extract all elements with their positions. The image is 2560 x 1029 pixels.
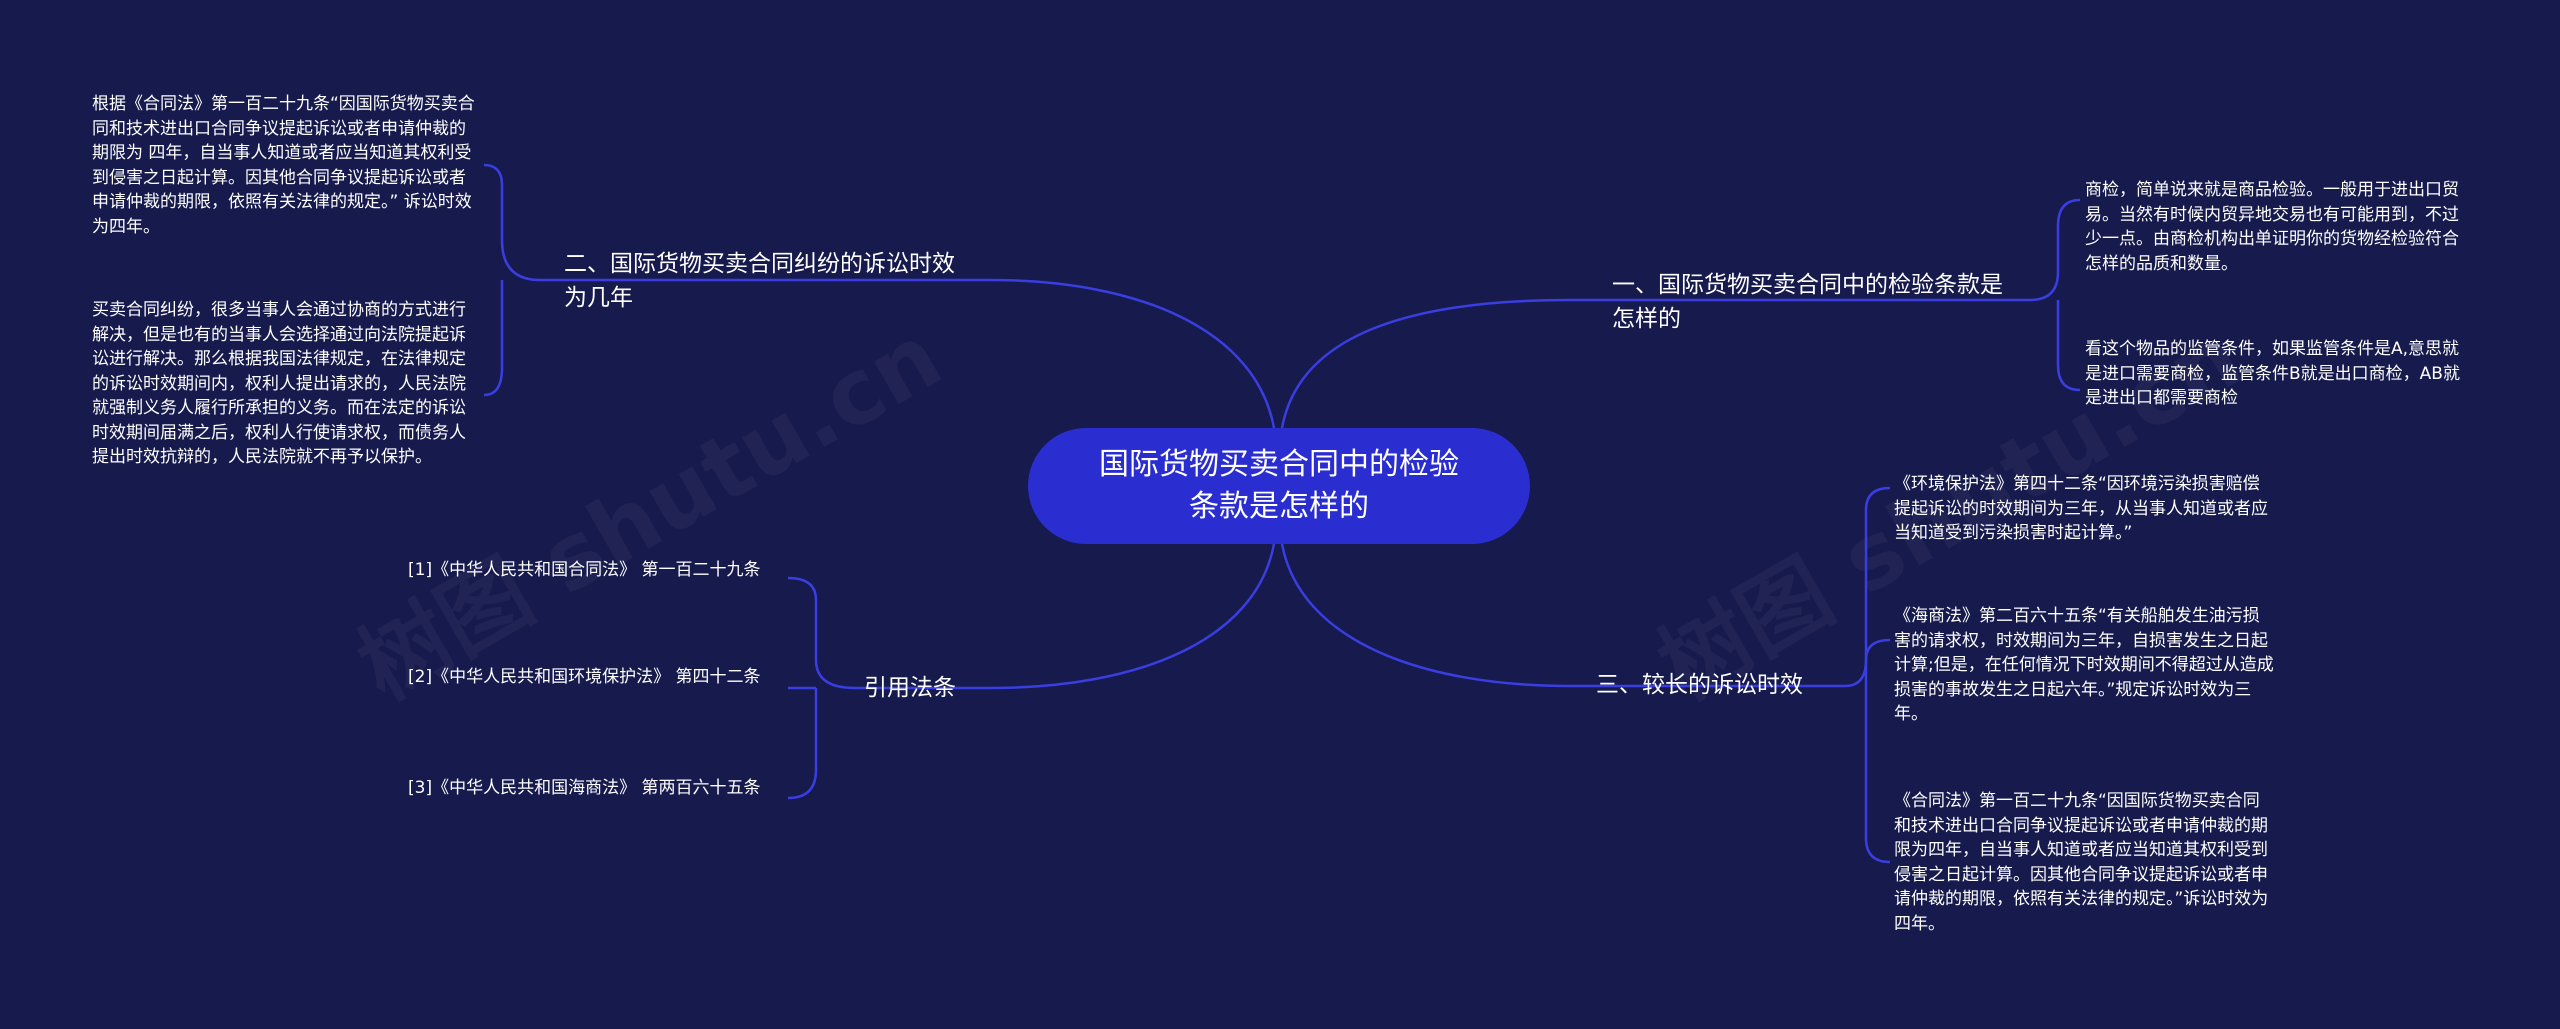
branch-label: 引用法条 [864, 675, 956, 701]
link-root-b4 [989, 543, 1276, 690]
branch-inspection-clause[interactable]: 一、国际货物买卖合同中的检验条款是怎样的 [1612, 268, 2012, 336]
branch-limitation-period[interactable]: 二、国际货物买卖合同纠纷的诉讼时效为几年 [564, 247, 964, 315]
branch-longer-limitation[interactable]: 三、较长的诉讼时效 [1596, 668, 1856, 702]
leaf-citation-3: [3]《中华人民共和国海商法》 第两百六十五条 [408, 778, 761, 798]
leaf-sales-dispute: 买卖合同纠纷，很多当事人会通过协商的方式进行解决，但是也有的当事人会选择通过向法… [92, 300, 466, 467]
leaf-maritime-law: 《海商法》第二百六十五条“有关船舶发生油污损害的请求权，时效期间为三年，自损害发… [1894, 606, 2274, 724]
bracket-b2 [483, 163, 541, 282]
branch-cited-laws[interactable]: 引用法条 [864, 671, 994, 705]
leaf-citation-2: [2]《中华人民共和国环境保护法》 第四十二条 [408, 667, 761, 687]
branch-label: 一、国际货物买卖合同中的检验条款是怎样的 [1612, 272, 2003, 332]
leaf-commodity-inspection: 商检，简单说来就是商品检验。一般用于进出口贸易。当然有时候内贸异地交易也有可能用… [2085, 180, 2459, 274]
root-node[interactable]: 国际货物买卖合同中的检验条款是怎样的 [1028, 428, 1530, 544]
bracket-b3 [1844, 486, 1891, 688]
branch-label: 二、国际货物买卖合同纠纷的诉讼时效为几年 [564, 251, 955, 311]
leaf-contract-law-article: 根据《合同法》第一百二十九条“因国际货物买卖合同和技术进出口合同争议提起诉讼或者… [92, 94, 475, 237]
bracket-b1 [2029, 198, 2081, 302]
leaf-environmental-law: 《环境保护法》第四十二条“因环境污染损害赔偿提起诉讼的时效期间为三年，从当事人知… [1894, 474, 2268, 543]
leaf-contract-law: 《合同法》第一百二十九条“因国际货物买卖合同和技术进出口合同争议提起诉讼或者申请… [1894, 791, 2269, 934]
link-root-b3 [1280, 543, 1571, 688]
branch-label: 三、较长的诉讼时效 [1596, 672, 1803, 698]
bracket-b4 [787, 576, 856, 690]
leaf-citation-1: [1]《中华人民共和国合同法》 第一百二十九条 [408, 560, 761, 580]
leaf-supervision-conditions: 看这个物品的监管条件，如果监管条件是A,意思就是进口需要商检，监管条件B就是出口… [2085, 339, 2460, 408]
link-root-b1 [1280, 298, 1571, 429]
root-label: 国际货物买卖合同中的检验条款是怎样的 [1099, 447, 1459, 524]
link-root-b2 [989, 278, 1276, 429]
